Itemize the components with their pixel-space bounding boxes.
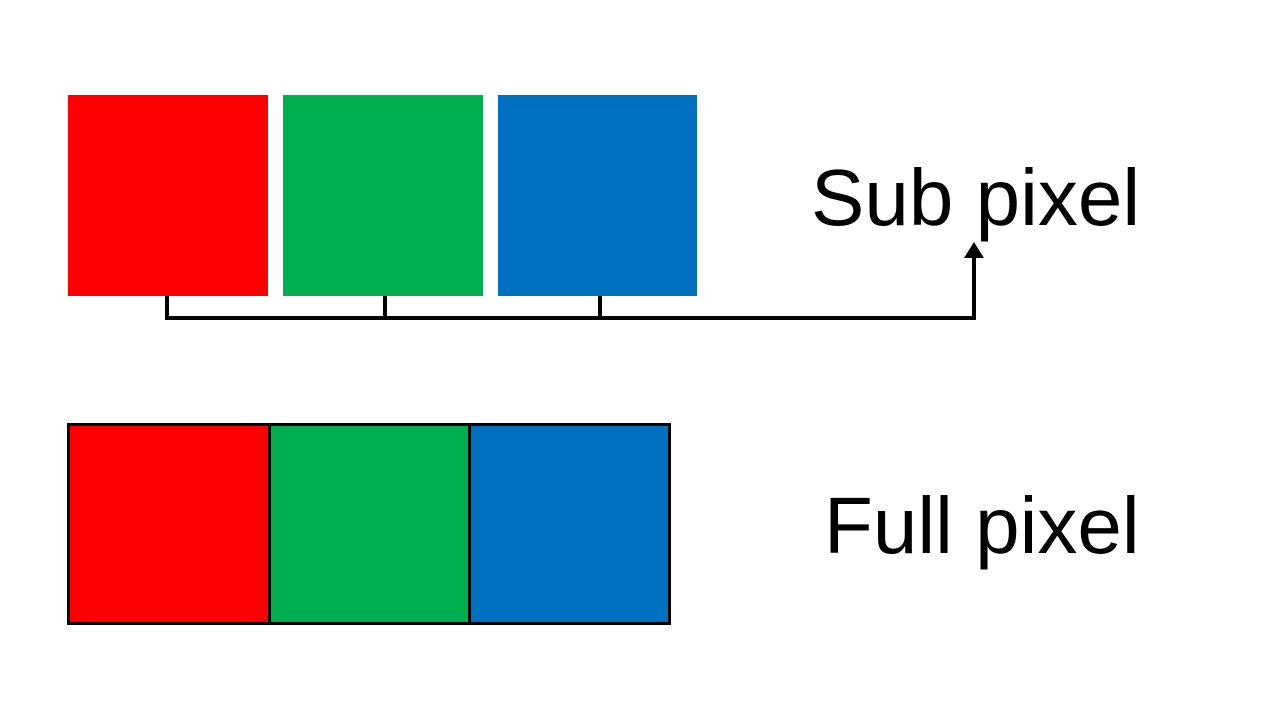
green-subpixel-swatch bbox=[283, 95, 483, 296]
arrow-stem bbox=[972, 252, 976, 320]
arrow-up-icon bbox=[964, 242, 984, 258]
bracket-tick-blue bbox=[598, 296, 602, 320]
sub-pixel-label: Sub pixel bbox=[811, 153, 1141, 242]
bracket-baseline bbox=[165, 316, 976, 320]
bracket-tick-red bbox=[165, 296, 169, 320]
red-fullpixel-swatch bbox=[67, 423, 271, 625]
blue-fullpixel-swatch bbox=[468, 423, 671, 625]
red-subpixel-swatch bbox=[68, 95, 268, 296]
bracket-tick-green bbox=[383, 296, 387, 320]
full-pixel-label: Full pixel bbox=[824, 481, 1140, 570]
green-fullpixel-swatch bbox=[268, 423, 471, 625]
blue-subpixel-swatch bbox=[498, 95, 697, 296]
